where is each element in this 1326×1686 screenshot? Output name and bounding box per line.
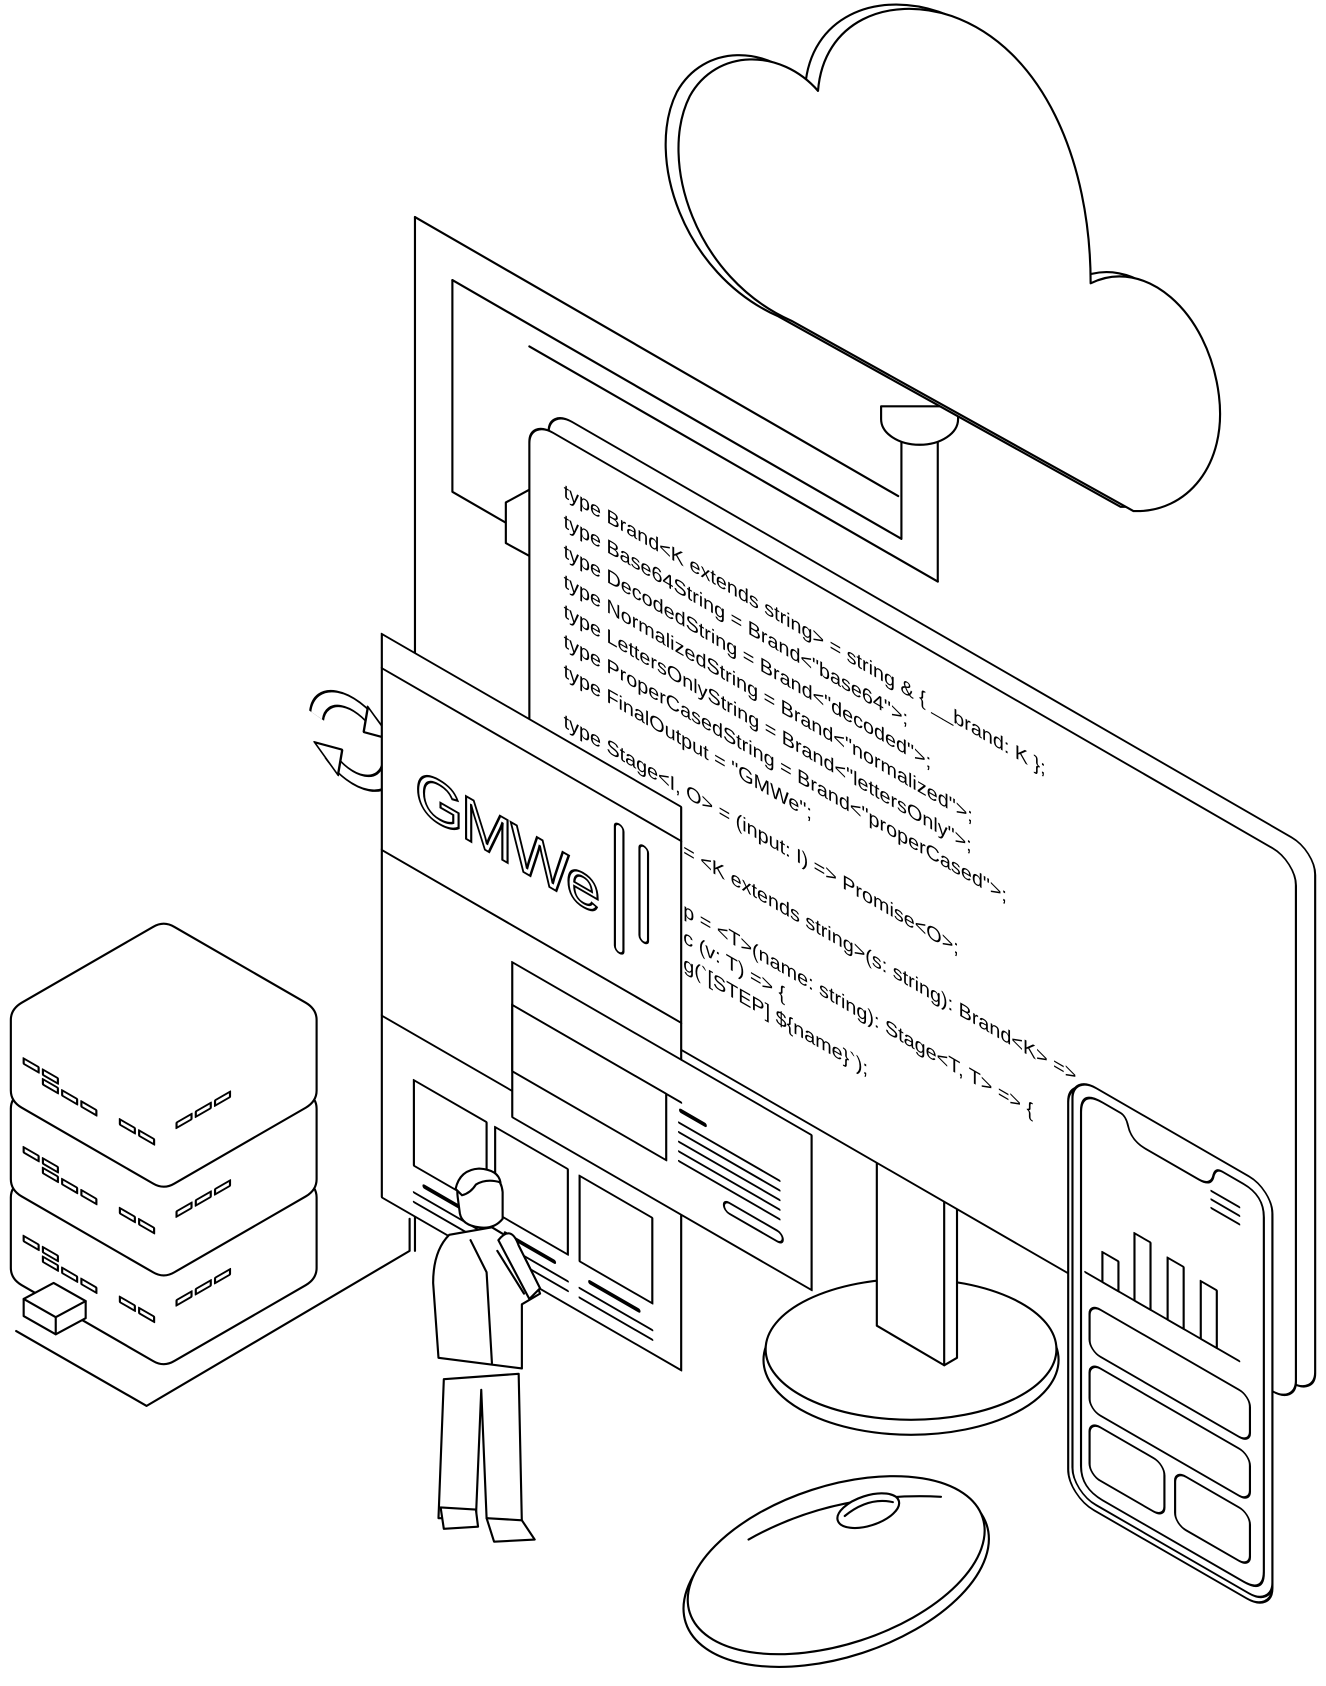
phone-list-row (1088, 1365, 1252, 1499)
phone-tile (1088, 1424, 1166, 1515)
logo-panel (380, 632, 683, 1025)
card-button (722, 1200, 784, 1244)
image-placeholder (511, 1003, 668, 1162)
refresh-icon (309, 689, 397, 792)
phone-tile (1174, 1473, 1252, 1564)
smartphone-icon (1067, 1083, 1274, 1604)
divider-bar (613, 822, 625, 955)
mouse-icon (682, 1475, 990, 1668)
floating-card (511, 960, 813, 1292)
divider-bar (638, 844, 650, 945)
bar-chart-icon (1084, 1231, 1241, 1363)
phone-list-row (1088, 1306, 1252, 1440)
content-card (578, 1174, 654, 1341)
server-stack-icon (9, 922, 411, 1407)
monitor-stand (762, 1132, 1060, 1436)
cloud-icon (664, 3, 1222, 583)
person-figure (432, 1167, 542, 1543)
small-box (22, 1281, 87, 1336)
hamburger-menu-icon (1210, 1189, 1241, 1226)
